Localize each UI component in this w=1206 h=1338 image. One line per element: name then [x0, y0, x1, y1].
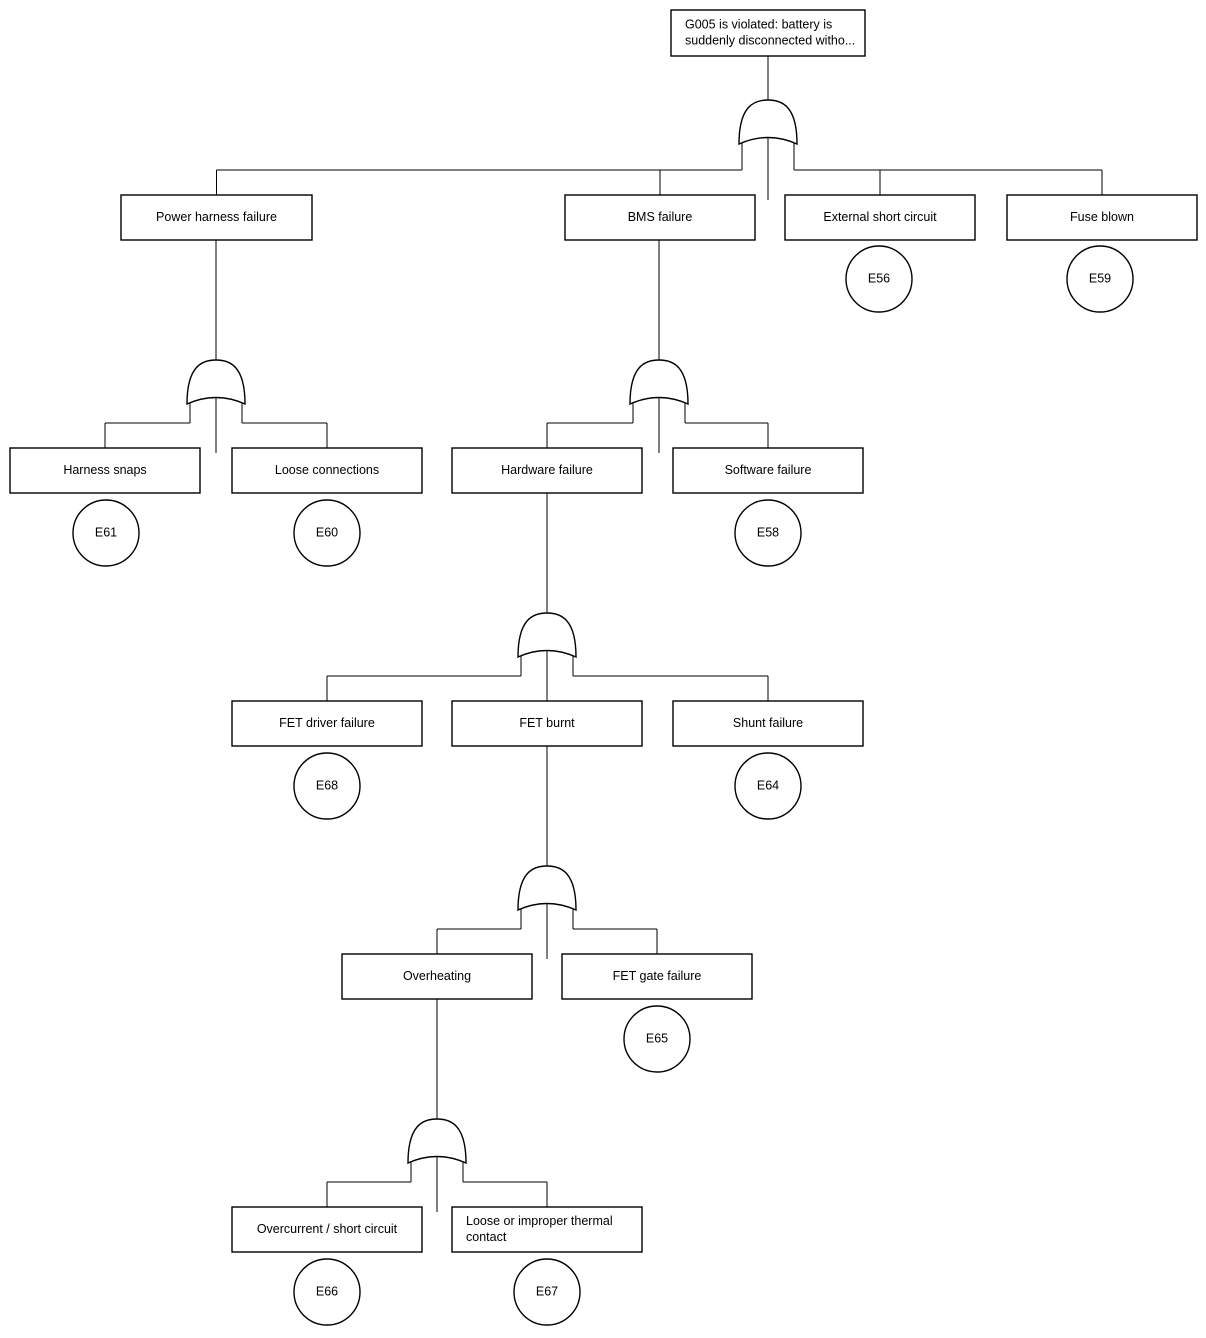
basic-event-circle[interactable] — [734, 499, 802, 567]
basic-event-E61[interactable]: E61 — [72, 499, 140, 567]
basic-event-label: E60 — [316, 525, 338, 539]
or-gate-icon — [407, 1118, 467, 1165]
basic-event-label: E59 — [1089, 271, 1111, 285]
node-label: G005 is violated: battery is — [685, 17, 832, 31]
basic-event-circle[interactable] — [845, 245, 913, 313]
or-gate-fet-burnt[interactable] — [517, 865, 577, 912]
node-box[interactable] — [451, 1206, 643, 1253]
basic-event-E59[interactable]: E59 — [1066, 245, 1134, 313]
basic-event-circle[interactable] — [293, 499, 361, 567]
node-label: suddenly disconnected witho... — [685, 33, 855, 47]
node-label: Overheating — [403, 969, 471, 983]
node-label: FET gate failure — [613, 969, 702, 983]
node-loose-connections[interactable]: Loose connections — [231, 447, 423, 494]
node-box[interactable] — [564, 194, 756, 241]
node-box[interactable] — [561, 953, 753, 1000]
basic-event-E56[interactable]: E56 — [845, 245, 913, 313]
basic-event-E60[interactable]: E60 — [293, 499, 361, 567]
node-box[interactable] — [120, 194, 313, 241]
node-harness-snaps[interactable]: Harness snaps — [9, 447, 201, 494]
node-top-event[interactable]: G005 is violated: battery is suddenly dis… — [670, 9, 866, 57]
node-label: Overcurrent / short circuit — [257, 1222, 398, 1236]
basic-event-circle[interactable] — [513, 1258, 581, 1326]
basic-event-circle[interactable] — [734, 752, 802, 820]
basic-event-E58[interactable]: E58 — [734, 499, 802, 567]
basic-event-E68[interactable]: E68 — [293, 752, 361, 820]
node-fet-gate-failure[interactable]: FET gate failure — [561, 953, 753, 1000]
node-box[interactable] — [451, 447, 643, 494]
node-fet-driver-failure[interactable]: FET driver failure — [231, 700, 423, 747]
node-fuse-blown[interactable]: Fuse blown — [1006, 194, 1198, 241]
or-gate-icon — [629, 359, 689, 406]
basic-event-E67[interactable]: E67 — [513, 1258, 581, 1326]
basic-event-label: E64 — [757, 778, 779, 792]
basic-event-E64[interactable]: E64 — [734, 752, 802, 820]
node-label: Power harness failure — [156, 210, 277, 224]
node-loose-improper-thermal-contact[interactable]: Loose or improper thermal contact — [451, 1206, 643, 1253]
node-layer: G005 is violated: battery is suddenly dis… — [9, 9, 1198, 1326]
node-label: Harness snaps — [63, 463, 146, 477]
node-overcurrent-short-circuit[interactable]: Overcurrent / short circuit — [231, 1206, 423, 1253]
node-power-harness-failure[interactable]: Power harness failure — [120, 194, 313, 241]
node-box[interactable] — [231, 447, 423, 494]
basic-event-label: E66 — [316, 1284, 338, 1298]
basic-event-label: E58 — [757, 525, 779, 539]
basic-event-label: E68 — [316, 778, 338, 792]
node-box[interactable] — [341, 953, 533, 1000]
node-label: Hardware failure — [501, 463, 593, 477]
basic-event-circle[interactable] — [293, 1258, 361, 1326]
node-label: BMS failure — [628, 210, 693, 224]
node-label: Loose or improper thermal — [466, 1214, 613, 1228]
or-gate-power-harness-failure[interactable] — [186, 359, 246, 406]
node-box[interactable] — [231, 1206, 423, 1253]
or-gate-icon — [517, 865, 577, 912]
node-box[interactable] — [670, 9, 866, 57]
basic-event-label: E67 — [536, 1284, 558, 1298]
or-gate-top-event[interactable] — [738, 99, 798, 146]
or-gate-icon — [738, 99, 798, 146]
node-box[interactable] — [672, 700, 864, 747]
basic-event-circle[interactable] — [1066, 245, 1134, 313]
node-box[interactable] — [1006, 194, 1198, 241]
node-external-short-circuit[interactable]: External short circuit — [784, 194, 976, 241]
node-label: Shunt failure — [733, 716, 803, 730]
node-box[interactable] — [451, 700, 643, 747]
node-label: Loose connections — [275, 463, 379, 477]
node-label: FET burnt — [519, 716, 575, 730]
node-hardware-failure[interactable]: Hardware failure — [451, 447, 643, 494]
node-box[interactable] — [9, 447, 201, 494]
basic-event-label: E56 — [868, 271, 890, 285]
basic-event-label: E65 — [646, 1031, 668, 1045]
node-bms-failure[interactable]: BMS failure — [564, 194, 756, 241]
node-label: contact — [466, 1230, 507, 1244]
node-label: Software failure — [725, 463, 812, 477]
node-box[interactable] — [672, 447, 864, 494]
basic-event-label: E61 — [95, 525, 117, 539]
node-label: Fuse blown — [1070, 210, 1134, 224]
node-shunt-failure[interactable]: Shunt failure — [672, 700, 864, 747]
node-overheating[interactable]: Overheating — [341, 953, 533, 1000]
or-gate-hardware-failure[interactable] — [517, 612, 577, 659]
gate-layer — [186, 99, 798, 1165]
or-gate-bms-failure[interactable] — [629, 359, 689, 406]
or-gate-icon — [517, 612, 577, 659]
basic-event-E65[interactable]: E65 — [623, 1005, 691, 1073]
basic-event-circle[interactable] — [623, 1005, 691, 1073]
basic-event-circle[interactable] — [72, 499, 140, 567]
node-label: External short circuit — [823, 210, 937, 224]
or-gate-overheating[interactable] — [407, 1118, 467, 1165]
node-box[interactable] — [231, 700, 423, 747]
basic-event-E66[interactable]: E66 — [293, 1258, 361, 1326]
basic-event-circle[interactable] — [293, 752, 361, 820]
node-box[interactable] — [784, 194, 976, 241]
node-fet-burnt[interactable]: FET burnt — [451, 700, 643, 747]
or-gate-icon — [186, 359, 246, 406]
node-software-failure[interactable]: Software failure — [672, 447, 864, 494]
node-label: FET driver failure — [279, 716, 375, 730]
